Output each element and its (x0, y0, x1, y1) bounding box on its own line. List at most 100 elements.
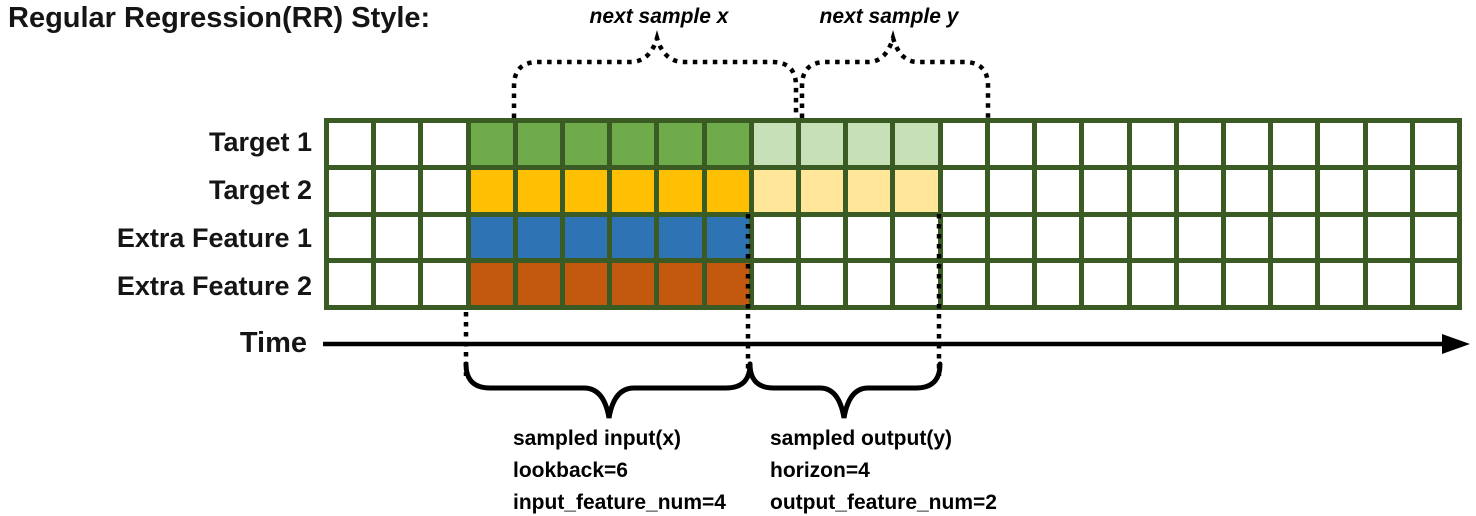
grid-cell (517, 216, 561, 259)
grid-cell (942, 263, 985, 305)
grid-cell (1037, 123, 1080, 165)
grid-cell (989, 123, 1033, 165)
lookback-value: lookback=6 (513, 459, 628, 482)
grid-cell (1037, 169, 1080, 212)
grid-cell (376, 169, 419, 212)
grid-cell (1225, 123, 1269, 165)
grid-cell (1178, 169, 1221, 212)
grid-cell (1320, 123, 1363, 165)
grid-cell (376, 216, 419, 259)
output-feature-num-value: output_feature_num=2 (770, 491, 997, 514)
grid-cell (848, 263, 891, 305)
grid-cell (517, 123, 561, 165)
grid-cell (659, 169, 702, 212)
grid-cell (376, 263, 419, 305)
grid-cell (753, 216, 797, 259)
grid-cell (612, 216, 655, 259)
time-axis-label: Time (239, 327, 307, 359)
grid-cell (329, 169, 372, 212)
grid-cell (423, 263, 466, 305)
grid-cell (706, 123, 749, 165)
grid-cell (376, 123, 419, 165)
row-label-extra-feature-1: Extra Feature 1 (116, 222, 312, 253)
grid-cell (801, 123, 844, 165)
grid-cell (1225, 263, 1269, 305)
time-axis-arrowhead (1442, 334, 1470, 354)
sampled-output-annotation: sampled output(y) horizon=4 output_featu… (770, 423, 997, 516)
grid-cell (423, 169, 466, 212)
grid-cell (895, 123, 938, 165)
grid-cell (1320, 216, 1363, 259)
sample-grid (324, 118, 1462, 310)
grid-cell (1273, 123, 1316, 165)
grid-cell (659, 263, 702, 305)
grid-cell (1320, 169, 1363, 212)
grid-cell (1084, 263, 1127, 305)
grid-cell (801, 169, 844, 212)
grid-cell (1178, 123, 1221, 165)
grid-cell (1414, 263, 1457, 305)
grid-cell (470, 169, 513, 212)
grid-cell (659, 216, 702, 259)
grid-cell (989, 169, 1033, 212)
grid-cell (470, 263, 513, 305)
grid-cell (1131, 123, 1174, 165)
grid-cell (753, 169, 797, 212)
grid-cell (848, 169, 891, 212)
grid-cell (895, 216, 938, 259)
page-title: Regular Regression(RR) Style: (8, 2, 431, 34)
grid-cell (1273, 216, 1316, 259)
grid-cell (942, 123, 985, 165)
grid-cell (801, 263, 844, 305)
grid-cell (470, 216, 513, 259)
row-label-target-2: Target 2 (208, 174, 312, 205)
grid-cell (801, 216, 844, 259)
sampled-output-brace (747, 361, 943, 419)
grid-cell (1225, 216, 1269, 259)
grid-cell (565, 123, 608, 165)
grid-cell (895, 169, 938, 212)
grid-cell (612, 169, 655, 212)
grid-cell (1037, 263, 1080, 305)
grid-cell (565, 216, 608, 259)
grid-cell (1131, 263, 1174, 305)
grid-cell (1414, 216, 1457, 259)
grid-cell (1367, 123, 1410, 165)
sampled-input-brace (463, 361, 753, 419)
grid-cell (1084, 169, 1127, 212)
grid-cell (848, 216, 891, 259)
grid-cell (470, 123, 513, 165)
sampled-input-title: sampled input(x) (513, 427, 682, 450)
grid-cell (942, 216, 985, 259)
sampled-input-annotation: sampled input(x) lookback=6 input_featur… (513, 423, 726, 516)
grid-cell (1225, 169, 1269, 212)
grid-cell (1178, 263, 1221, 305)
grid-cell (1367, 169, 1410, 212)
grid-cell (1414, 123, 1457, 165)
row-label-target-1: Target 1 (208, 126, 312, 157)
grid-cell (1414, 169, 1457, 212)
grid-cell (1084, 123, 1127, 165)
grid-cell (1084, 216, 1127, 259)
grid-cell (706, 216, 749, 259)
grid-cell (329, 216, 372, 259)
grid-cell (753, 263, 797, 305)
grid-cell (1131, 216, 1174, 259)
grid-cell (1273, 263, 1316, 305)
next-sample-x-brace (511, 29, 799, 118)
grid-cell (612, 123, 655, 165)
input-feature-num-value: input_feature_num=4 (513, 491, 726, 514)
grid-cell (565, 263, 608, 305)
grid-cell (1320, 263, 1363, 305)
grid-cell (517, 169, 561, 212)
grid-cell (565, 169, 608, 212)
grid-cell (517, 263, 561, 305)
grid-cell (329, 263, 372, 305)
grid-cell (659, 123, 702, 165)
horizon-value: horizon=4 (770, 459, 870, 482)
grid-cell (989, 216, 1033, 259)
row-labels: Target 1 Target 2 Extra Feature 1 Extra … (0, 118, 312, 310)
row-label-extra-feature-2: Extra Feature 2 (116, 270, 312, 301)
grid-cell (706, 263, 749, 305)
